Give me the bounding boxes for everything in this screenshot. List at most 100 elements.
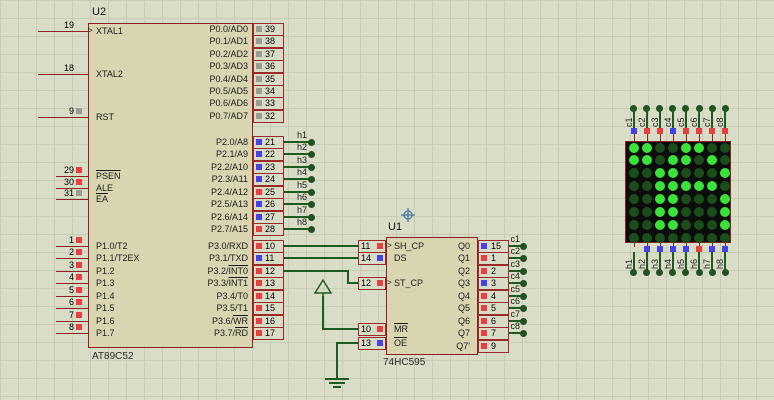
u1-pin-14-terminal[interactable] <box>377 255 383 261</box>
matrix-bottom-junction-h6[interactable] <box>695 268 703 276</box>
wire-c5[interactable] <box>509 295 523 297</box>
matrix-bottom-terminal-h4[interactable] <box>669 246 676 252</box>
u2-pin-1-stub[interactable] <box>56 246 88 247</box>
matrix-bottom-wire-h4[interactable] <box>671 252 674 272</box>
u2-reference-label[interactable]: U2 <box>92 6 107 18</box>
matrix-top-terminal-c7[interactable] <box>709 128 716 134</box>
wire-c4-junction[interactable] <box>520 279 527 287</box>
matrix-top-terminal-c2[interactable] <box>643 128 650 134</box>
wire-label-h8[interactable]: h8 <box>296 217 307 227</box>
matrix-bottom-terminal-h5[interactable] <box>682 246 689 252</box>
wire-vcc-to-mr[interactable] <box>322 328 358 330</box>
matrix-bottom-junction-h4[interactable] <box>669 268 677 276</box>
wire-c6[interactable] <box>509 307 523 309</box>
wire-c3-junction[interactable] <box>520 267 527 275</box>
u2-pin-31-terminal[interactable] <box>76 190 82 196</box>
u2-pin-36-terminal[interactable] <box>256 63 262 69</box>
wire-label-c3[interactable]: c3 <box>510 259 520 269</box>
matrix-top-terminal-c6[interactable] <box>696 128 702 134</box>
u1-pin-1-terminal[interactable] <box>481 255 487 261</box>
matrix-bottom-label-h7[interactable]: h7 <box>702 258 713 269</box>
matrix-top-wire-c1[interactable] <box>632 108 635 128</box>
u2-pin-4-terminal[interactable] <box>76 274 82 280</box>
wire-label-h7[interactable]: h7 <box>296 205 307 215</box>
u2-pin-5-terminal[interactable] <box>76 287 82 293</box>
matrix-top-label-c7[interactable]: c7 <box>702 117 713 127</box>
wire-oe-to-gnd-b[interactable] <box>336 342 338 378</box>
u1-pin-5-terminal[interactable] <box>481 305 487 311</box>
u2-pin-28-terminal[interactable] <box>256 226 262 232</box>
u2-pin-30-stub[interactable] <box>56 188 88 189</box>
u1-pin-3-terminal[interactable] <box>481 280 487 286</box>
matrix-top-terminal-c4[interactable] <box>669 128 676 134</box>
u1-pin-10-terminal[interactable] <box>377 326 383 332</box>
matrix-bottom-terminal-h6[interactable] <box>696 246 702 252</box>
u1-pin-6-terminal[interactable] <box>481 318 487 324</box>
u2-pin-12-terminal[interactable] <box>256 268 262 274</box>
wire-h4[interactable] <box>284 178 311 180</box>
u2-pin-2-terminal[interactable] <box>76 249 82 255</box>
u2-pin-21-terminal[interactable] <box>256 139 262 145</box>
wire-h8[interactable] <box>284 228 311 230</box>
matrix-bottom-wire-h1[interactable] <box>632 252 635 272</box>
wire-c7[interactable] <box>509 320 523 322</box>
matrix-bottom-junction-h3[interactable] <box>656 268 664 276</box>
matrix-top-wire-c7[interactable] <box>711 108 714 128</box>
matrix-bottom-wire-h6[interactable] <box>698 252 700 272</box>
wire-p31-to-ds[interactable] <box>284 257 358 259</box>
u2-pin-34-terminal[interactable] <box>256 88 262 94</box>
power-arrow-icon[interactable] <box>313 278 333 297</box>
wire-label-c1[interactable]: c1 <box>510 234 520 244</box>
wire-label-c5[interactable]: c5 <box>510 284 520 294</box>
u2-pin-6-stub[interactable] <box>56 308 88 309</box>
wire-h2[interactable] <box>284 153 311 155</box>
matrix-top-terminal-c1[interactable] <box>630 128 637 134</box>
matrix-bottom-wire-h7[interactable] <box>711 252 714 272</box>
u1-pin-11-terminal[interactable] <box>377 243 383 249</box>
matrix-top-label-c4[interactable]: c4 <box>662 117 673 127</box>
u2-pin-26-terminal[interactable] <box>256 201 262 207</box>
wire-label-h2[interactable]: h2 <box>296 142 307 152</box>
wire-label-h3[interactable]: h3 <box>296 155 307 165</box>
u2-pin-31-stub[interactable] <box>56 199 88 200</box>
wire-h1[interactable] <box>284 141 311 143</box>
u2-pin-35-terminal[interactable] <box>256 76 262 82</box>
wire-c5-junction[interactable] <box>520 292 527 300</box>
u2-pin-10-terminal[interactable] <box>256 243 262 249</box>
u2-pin-9-stub[interactable] <box>38 117 88 118</box>
wire-p32-to-stcp-c[interactable] <box>347 282 358 284</box>
u2-part-label[interactable]: AT89C52 <box>92 351 134 362</box>
u2-pin-2-stub[interactable] <box>56 258 88 259</box>
matrix-bottom-label-h6[interactable]: h6 <box>689 258 699 269</box>
u1-pin-4-terminal[interactable] <box>481 293 487 299</box>
wire-c1-junction[interactable] <box>520 242 527 250</box>
matrix-bottom-wire-h3[interactable] <box>658 252 661 272</box>
u2-pin-13-terminal[interactable] <box>256 280 262 286</box>
matrix-bottom-label-h8[interactable]: h8 <box>715 258 726 269</box>
u2-pin-15-terminal[interactable] <box>256 305 262 311</box>
origin-marker-icon[interactable] <box>401 208 415 222</box>
u2-pin-17-terminal[interactable] <box>256 330 262 336</box>
u2-pin-8-stub[interactable] <box>56 333 88 334</box>
wire-label-h1[interactable]: h1 <box>296 130 307 140</box>
wire-c7-junction[interactable] <box>520 317 527 325</box>
wire-c1[interactable] <box>509 245 523 247</box>
matrix-top-label-c3[interactable]: c3 <box>649 117 660 127</box>
wire-p30-to-shcp[interactable] <box>284 245 358 247</box>
matrix-bottom-label-h3[interactable]: h3 <box>649 258 660 269</box>
matrix-bottom-label-h4[interactable]: h4 <box>662 258 673 269</box>
u2-pin-4-stub[interactable] <box>56 283 88 284</box>
u2-pin-39-terminal[interactable] <box>256 26 262 32</box>
matrix-top-label-c8[interactable]: c8 <box>715 117 726 127</box>
matrix-top-terminal-c8[interactable] <box>722 128 729 134</box>
wire-p32-to-stcp-b[interactable] <box>347 270 349 284</box>
u1-pin-2-terminal[interactable] <box>481 268 487 274</box>
u2-pin-27-terminal[interactable] <box>256 214 262 220</box>
matrix-bottom-terminal-h7[interactable] <box>709 246 716 252</box>
matrix-bottom-junction-h7[interactable] <box>708 268 716 276</box>
wire-label-c4[interactable]: c4 <box>510 271 520 281</box>
matrix-bottom-label-h5[interactable]: h5 <box>675 258 686 269</box>
wire-label-c8[interactable]: c8 <box>510 321 520 331</box>
wire-label-c7[interactable]: c7 <box>510 309 520 319</box>
wire-oe-to-gnd-a[interactable] <box>337 342 358 344</box>
